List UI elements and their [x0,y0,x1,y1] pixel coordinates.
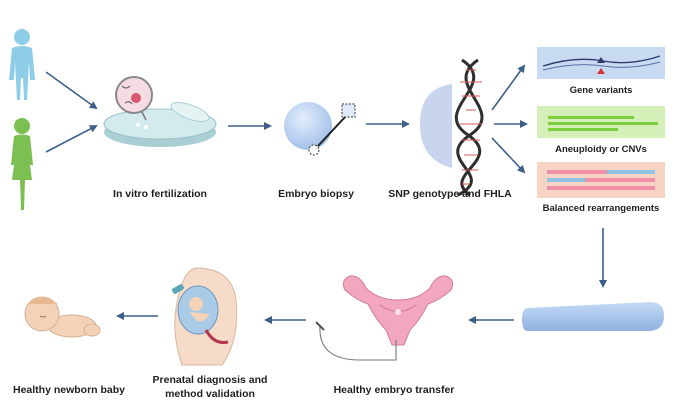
embryo-biopsy-icon [284,102,356,156]
uterus-icon [315,275,454,361]
gene-variants-panel [537,47,665,79]
gene-variants-label: Gene variants [569,85,633,96]
prenatal-label-line1: Prenatal diagnosis and [152,374,268,386]
prenatal-label-line2: method validation [165,388,255,400]
aneuploidy-label: Aneuploidy or CNVs [555,144,647,155]
biopsy-label: Embryo biopsy [278,188,354,200]
petri-dish-icon [103,102,217,147]
genotype-label: SNP genotype and FHLA [388,188,512,200]
balanced-rearrangements-panel [537,162,665,198]
dna-helix-icon [420,58,484,197]
newborn-baby-icon [24,296,101,338]
arrow-to-gene-variants [491,64,526,111]
ivf-label: In vitro fertilization [113,188,207,200]
aneuploidy-panel [537,106,665,138]
arrow-to-balanced [491,137,526,174]
sample-tube-icon [522,302,664,331]
female-figure-icon [11,118,33,210]
sperm-egg-magnifier-icon [115,76,153,121]
arrow-female-to-ivf [45,125,98,153]
balanced-label: Balanced rearrangements [542,203,660,214]
pregnancy-icon [172,267,238,366]
newborn-label: Healthy newborn baby [12,384,126,396]
arrow-male-to-ivf [45,71,98,110]
transfer-label: Healthy embryo transfer [333,384,455,396]
male-figure-icon [9,29,35,100]
